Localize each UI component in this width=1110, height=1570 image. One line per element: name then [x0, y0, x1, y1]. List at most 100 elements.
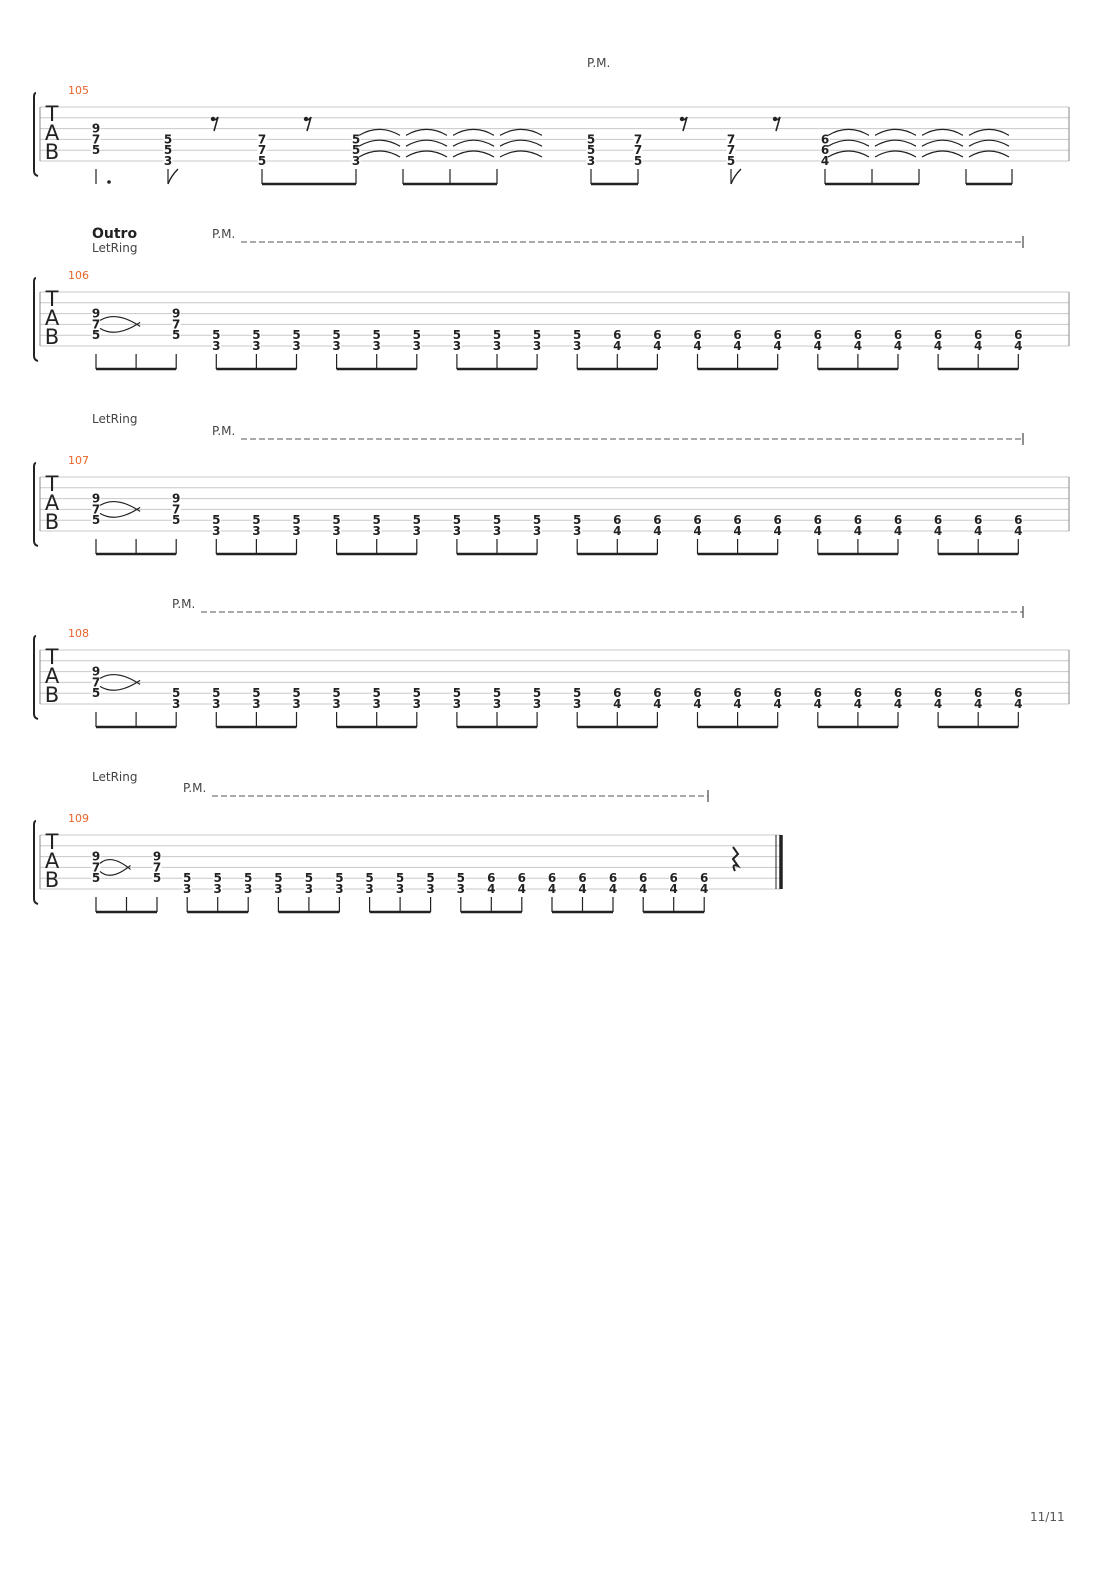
- fret-bg: [251, 526, 261, 536]
- fret-bg: [486, 884, 496, 894]
- fret-bg: [351, 156, 361, 166]
- fret-bg: [171, 493, 181, 504]
- fret-bg: [572, 341, 582, 351]
- fret-number: 5: [214, 871, 222, 885]
- tab-clef-letter: B: [45, 683, 59, 707]
- fret-number: 6: [854, 513, 862, 527]
- fret-bg: [351, 134, 361, 145]
- fret-bg: [853, 526, 863, 536]
- fret-number: 4: [578, 882, 586, 896]
- fret-number: 7: [172, 502, 180, 516]
- fret-number: 4: [814, 697, 822, 711]
- fret-bg: [426, 873, 436, 884]
- fret-number: 4: [774, 697, 782, 711]
- fret-number: 4: [774, 524, 782, 538]
- fret-bg: [91, 134, 101, 145]
- fret-bg: [91, 493, 101, 504]
- fret-bg: [251, 699, 261, 709]
- fret-bg: [608, 884, 618, 894]
- measure-number: 105: [68, 84, 89, 97]
- system-bracket: [33, 820, 39, 905]
- tie-arc: [405, 139, 448, 147]
- fret-number: 5: [727, 154, 735, 168]
- let-ring-arc: [99, 673, 141, 685]
- fret-number: 5: [533, 328, 541, 342]
- fret-bg: [332, 526, 342, 536]
- let-ring-arc: [99, 858, 131, 870]
- fret-bg: [973, 341, 983, 351]
- fret-bg: [351, 145, 361, 156]
- fret-bg: [1013, 330, 1023, 341]
- fret-bg: [452, 330, 462, 341]
- fret-bg: [452, 515, 462, 526]
- fret-number: 5: [533, 513, 541, 527]
- fret-number: 3: [533, 524, 541, 538]
- fret-number: 7: [634, 132, 642, 146]
- fret-bg: [612, 330, 622, 341]
- eighth-rest-stroke: [304, 116, 312, 132]
- fret-bg: [1013, 341, 1023, 351]
- fret-number: 3: [573, 524, 581, 538]
- fret-bg: [726, 134, 736, 145]
- fret-bg: [933, 330, 943, 341]
- fret-number: 5: [92, 513, 100, 527]
- fret-number: 3: [453, 339, 461, 353]
- fret-number: 4: [821, 154, 829, 168]
- fret-bg: [608, 873, 618, 884]
- fret-number: 5: [252, 328, 260, 342]
- fret-number: 4: [854, 339, 862, 353]
- fret-bg: [773, 330, 783, 341]
- fret-bg: [452, 341, 462, 351]
- fret-bg: [1013, 526, 1023, 536]
- fret-bg: [973, 526, 983, 536]
- fret-bg: [456, 873, 466, 884]
- fret-bg: [733, 330, 743, 341]
- fret-bg: [163, 145, 173, 156]
- fret-bg: [251, 341, 261, 351]
- fret-number: 7: [727, 143, 735, 157]
- tie-arc: [358, 139, 401, 147]
- fret-number: 5: [457, 871, 465, 885]
- fret-number: 6: [774, 328, 782, 342]
- fret-bg: [638, 873, 648, 884]
- fret-number: 7: [258, 132, 266, 146]
- fret-bg: [733, 526, 743, 536]
- fret-number: 6: [894, 328, 902, 342]
- fret-bg: [211, 330, 221, 341]
- fret-bg: [699, 873, 709, 884]
- fret-bg: [163, 134, 173, 145]
- fret-number: 6: [814, 686, 822, 700]
- fret-bg: [91, 873, 101, 884]
- fret-number: 5: [493, 328, 501, 342]
- fret-number: 9: [172, 492, 180, 506]
- fret-bg: [332, 341, 342, 351]
- fret-number: 4: [487, 882, 495, 896]
- fret-bg: [152, 873, 162, 884]
- palm-mute-label: P.M.: [212, 227, 235, 241]
- fret-bg: [578, 873, 587, 884]
- fret-bg: [152, 862, 162, 873]
- tab-clef-letter: T: [45, 830, 59, 854]
- fret-number: 6: [548, 871, 556, 885]
- fret-number: 6: [653, 513, 661, 527]
- fret-bg: [733, 688, 743, 699]
- tie-arc: [968, 128, 1010, 136]
- fret-bg: [773, 515, 783, 526]
- fret-bg: [669, 873, 679, 884]
- fret-number: 6: [774, 513, 782, 527]
- fret-number: 5: [493, 686, 501, 700]
- fret-bg: [213, 884, 223, 894]
- fret-number: 4: [934, 524, 942, 538]
- fret-bg: [773, 699, 783, 709]
- fret-bg: [211, 688, 221, 699]
- fret-number: 6: [700, 871, 708, 885]
- fret-number: 6: [613, 686, 621, 700]
- fret-bg: [1013, 688, 1023, 699]
- fret-bg: [773, 341, 783, 351]
- fret-number: 5: [292, 513, 300, 527]
- fret-number: 5: [92, 686, 100, 700]
- fret-number: 4: [693, 524, 701, 538]
- fret-bg: [820, 145, 830, 156]
- tie-arc: [405, 150, 448, 158]
